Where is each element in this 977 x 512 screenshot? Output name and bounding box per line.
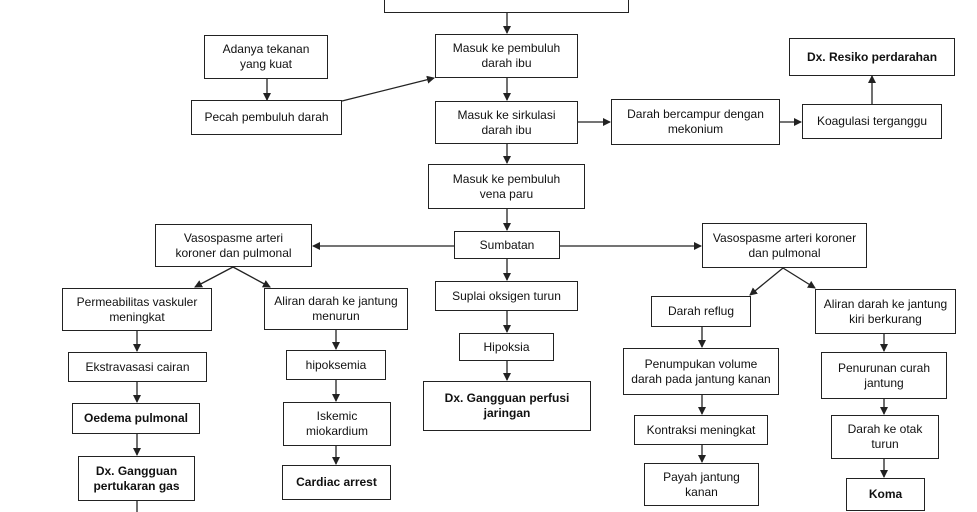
node-ekstravasasi: Ekstravasasi cairan (68, 352, 207, 382)
node-adanya-tekanan: Adanya tekanan yang kuat (204, 35, 328, 79)
node-kontraksi: Kontraksi meningkat (634, 415, 768, 445)
node-permeabilitas: Permeabilitas vaskuler meningkat (62, 288, 212, 331)
node-dx-perfusi: Dx. Gangguan perfusi jaringan (423, 381, 591, 431)
node-aliran-menurun: Aliran darah ke jantung menurun (264, 288, 408, 330)
node-payah-jantung: Payah jantung kanan (644, 463, 759, 506)
node-oedema: Oedema pulmonal (72, 403, 200, 434)
edge-vaso-left-to-permeabilitas (194, 266, 234, 288)
node-dx-pertukaran: Dx. Gangguan pertukaran gas (78, 456, 195, 501)
node-masuk-vena-paru: Masuk ke pembuluh vena paru (428, 164, 585, 209)
node-vaso-right: Vasospasme arteri koroner dan pulmonal (702, 223, 867, 268)
node-vaso-left: Vasospasme arteri koroner dan pulmonal (155, 224, 312, 267)
node-darah-reflug: Darah reflug (651, 296, 751, 327)
edge-vaso-right-to-reflug (749, 267, 784, 296)
node-sumbatan: Sumbatan (454, 231, 560, 259)
edge-pecah-to-masuk-ibu (341, 75, 435, 102)
node-aliran-kiri: Aliran darah ke jantung kiri berkurang (815, 289, 956, 334)
node-penumpukan: Penumpukan volume darah pada jantung kan… (623, 348, 779, 395)
node-darah-bercampur: Darah bercampur dengan mekonium (611, 99, 780, 145)
node-masuk-sirkulasi: Masuk ke sirkulasi darah ibu (435, 101, 578, 144)
edge-vaso-right-to-aliran-kiri (782, 267, 816, 289)
node-dx-resiko: Dx. Resiko perdarahan (789, 38, 955, 76)
node-masuk-pembuluh-ibu: Masuk ke pembuluh darah ibu (435, 34, 578, 78)
edge-vaso-left-to-aliran-menurun (232, 266, 271, 288)
node-pecah-pembuluh: Pecah pembuluh darah (191, 100, 342, 135)
node-koma: Koma (846, 478, 925, 511)
node-iskemic: Iskemic miokardium (283, 402, 391, 446)
node-hipoksemia: hipoksemia (286, 350, 386, 380)
node-hipoksia: Hipoksia (459, 333, 554, 361)
node-penurunan-curah: Penurunan curah jantung (821, 352, 947, 399)
node-koagulasi: Koagulasi terganggu (802, 104, 942, 139)
top-box (384, 0, 629, 13)
node-suplai-oksigen: Suplai oksigen turun (435, 281, 578, 311)
node-darah-otak: Darah ke otak turun (831, 415, 939, 459)
node-cardiac-arrest: Cardiac arrest (282, 465, 391, 500)
